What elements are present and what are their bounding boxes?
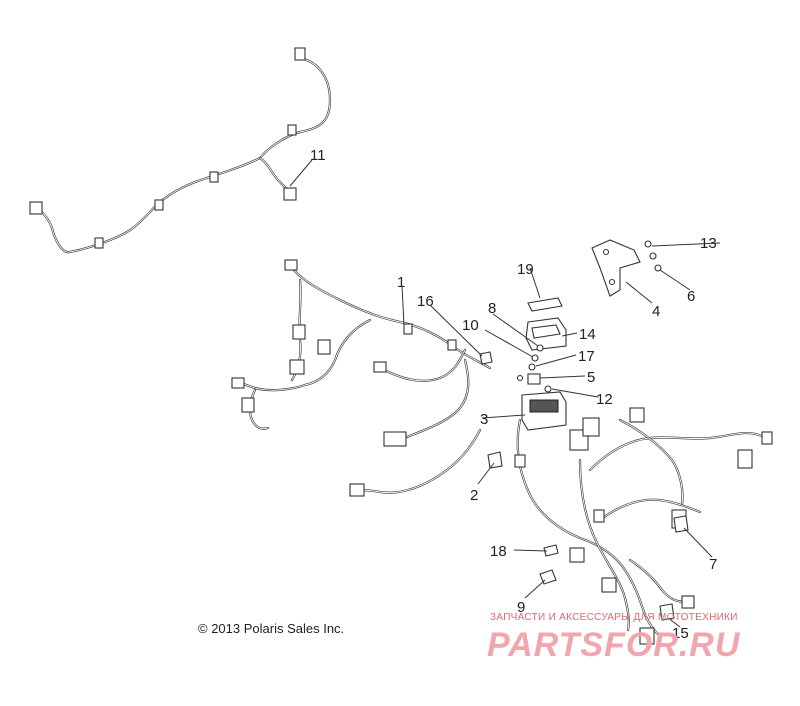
screw-icon bbox=[649, 252, 657, 260]
callout-3: 3 bbox=[480, 411, 488, 428]
callout-18: 18 bbox=[490, 543, 507, 560]
connector-icon bbox=[383, 431, 407, 447]
clip-icon bbox=[514, 454, 526, 468]
connector-icon bbox=[761, 431, 773, 445]
connector-icon bbox=[681, 595, 695, 609]
relay-icon bbox=[527, 373, 541, 385]
clip-icon bbox=[154, 199, 164, 211]
fuse-icon bbox=[536, 344, 544, 352]
screw-icon bbox=[544, 385, 552, 393]
callout-7: 7 bbox=[709, 556, 717, 573]
connector-icon bbox=[639, 627, 655, 645]
connector-icon bbox=[737, 449, 753, 469]
sensor-icon bbox=[659, 603, 675, 621]
connector-icon bbox=[373, 361, 387, 373]
callout-11: 11 bbox=[310, 147, 326, 164]
fuse-box bbox=[521, 391, 567, 431]
connector-icon bbox=[231, 377, 245, 389]
screw-icon bbox=[516, 374, 524, 382]
rear-harness bbox=[29, 47, 332, 254]
main-harness bbox=[231, 259, 773, 645]
callout-6: 6 bbox=[687, 288, 695, 305]
connector-icon bbox=[294, 47, 306, 61]
connector-icon bbox=[289, 359, 305, 375]
label-plate bbox=[527, 297, 563, 312]
fuse-icon bbox=[528, 363, 536, 371]
connector-icon bbox=[582, 417, 600, 437]
connector-icon bbox=[292, 324, 306, 340]
connector-icon bbox=[629, 407, 645, 423]
clip-icon bbox=[287, 124, 297, 136]
callout-19: 19 bbox=[517, 261, 534, 278]
clip-icon bbox=[403, 323, 413, 335]
callout-5: 5 bbox=[587, 369, 595, 386]
nut-icon bbox=[654, 264, 662, 272]
callout-15: 15 bbox=[672, 625, 689, 642]
callout-9: 9 bbox=[517, 599, 525, 616]
bracket bbox=[591, 239, 641, 297]
watermark-logo: PARTSFOR.RU bbox=[487, 626, 741, 664]
connector-icon bbox=[241, 397, 255, 413]
callout-17: 17 bbox=[578, 348, 595, 365]
connector-icon bbox=[569, 547, 585, 563]
screw-icon bbox=[644, 240, 652, 248]
callout-8: 8 bbox=[488, 300, 496, 317]
callout-labels: 11 1 16 19 8 10 14 17 5 12 3 2 13 6 4 7 … bbox=[310, 147, 717, 642]
grommet-icon bbox=[487, 451, 503, 469]
clip-icon bbox=[543, 544, 559, 557]
callout-13: 13 bbox=[700, 235, 717, 252]
callout-4: 4 bbox=[652, 303, 660, 320]
callout-10: 10 bbox=[462, 317, 479, 334]
fuse-icon bbox=[531, 354, 539, 362]
clip-icon bbox=[447, 339, 457, 351]
callout-14: 14 bbox=[579, 326, 596, 343]
connector-icon bbox=[317, 339, 331, 355]
connector-icon bbox=[601, 577, 617, 593]
clip-icon bbox=[593, 509, 605, 523]
connector-icon bbox=[479, 351, 493, 365]
callout-1: 1 bbox=[397, 274, 405, 291]
connector-icon bbox=[349, 483, 365, 497]
clip-icon bbox=[209, 171, 219, 183]
callout-2: 2 bbox=[470, 487, 478, 504]
leader-lines bbox=[289, 159, 721, 628]
connector-icon bbox=[29, 201, 43, 215]
callout-12: 12 bbox=[596, 391, 613, 408]
fuse-box-cover bbox=[525, 317, 567, 351]
callout-16: 16 bbox=[417, 293, 434, 310]
clip-icon bbox=[94, 237, 104, 249]
connector-icon bbox=[283, 187, 297, 201]
watermark-tagline: ЗАПЧАСТИ И АКСЕССУАРЫ ДЛЯ МОТОТЕХНИКИ bbox=[490, 612, 738, 623]
copyright-text: © 2013 Polaris Sales Inc. bbox=[198, 621, 345, 636]
connector-icon bbox=[284, 259, 298, 271]
